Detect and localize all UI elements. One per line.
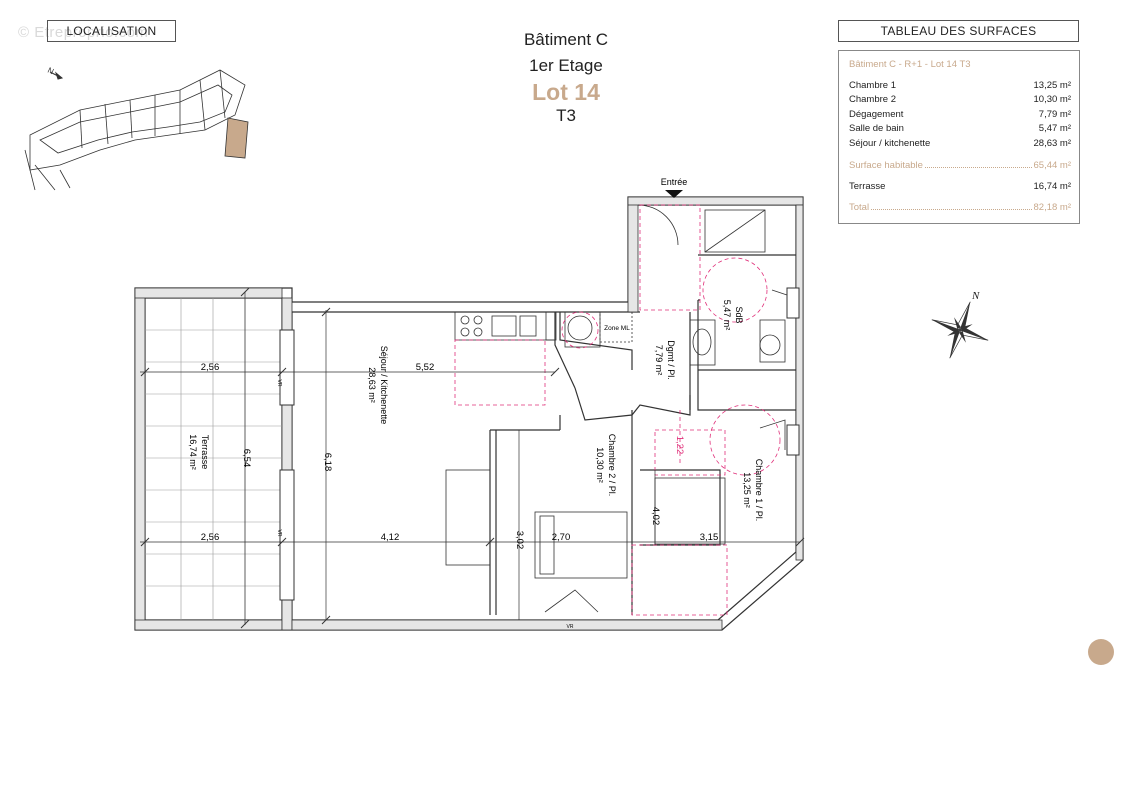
entrance-label: Entrée: [661, 177, 688, 187]
surfaces-table-title: TABLEAU DES SURFACES: [838, 20, 1079, 42]
chambre2-name: Chambre 2 / Pl.: [607, 434, 617, 497]
dim-ch1-height: 4,02: [650, 507, 661, 526]
building-title: Bâtiment C: [523, 30, 609, 49]
zone-ml-label: Zone ML: [604, 325, 630, 332]
dgmt-area: 7,79 m²: [654, 345, 664, 376]
chambre1-area: 13,25 m²: [742, 472, 752, 508]
dim-sejour-width: 5,52: [416, 362, 435, 373]
localisation-label: LOCALISATION: [47, 20, 176, 42]
terrasse-area: 16,74 m²: [188, 434, 198, 470]
surfaces-subtitle: Bâtiment C - R+1 - Lot 14 T3: [849, 59, 971, 70]
window-tag: VR: [567, 624, 574, 630]
dim-terrace-top: 2,56: [201, 362, 220, 373]
entrance-arrow: [665, 190, 683, 198]
dim-ch2-width: 2,70: [552, 532, 571, 543]
dim-terrace-bottom: 2,56: [201, 532, 220, 543]
dim-sejour-bottom: 4,12: [381, 532, 400, 543]
chambre2-area: 10,30 m²: [595, 447, 605, 483]
dim-passage: 1,22: [674, 436, 685, 455]
floor-title: 1er Etage: [529, 56, 603, 75]
dim-sejour-height: 6,18: [322, 453, 333, 472]
terrace-inner: [144, 297, 283, 621]
sejour-area: 28,63 m²: [367, 367, 377, 403]
apartment-type: T3: [556, 106, 576, 125]
compass-north-label: N: [972, 290, 980, 302]
sejour-name: Séjour / Kitchenette: [379, 346, 389, 425]
site-key-plan: N: [24, 66, 249, 191]
brand-dot: [1088, 639, 1114, 665]
window-tag: VR: [276, 530, 282, 537]
chambre1-name: Chambre 1 / Pl.: [754, 459, 764, 522]
dim-ch1-width: 3,15: [700, 532, 719, 543]
compass-rose: [931, 301, 989, 359]
sdb-area: 5,47 m²: [722, 300, 732, 331]
dgmt-name: Dgmt / Pl.: [666, 340, 676, 380]
dim-terrace-height: 6,54: [241, 449, 252, 468]
watermark: © Etreproprio.com: [18, 24, 149, 41]
terrasse-name: Terrasse: [200, 435, 210, 470]
svg-text:N: N: [46, 66, 55, 77]
lot-title: Lot 14: [532, 79, 600, 105]
sdb-name: SdB: [734, 306, 744, 323]
dim-ch2-height: 3,02: [514, 531, 525, 550]
window-tag: VR: [276, 380, 282, 387]
